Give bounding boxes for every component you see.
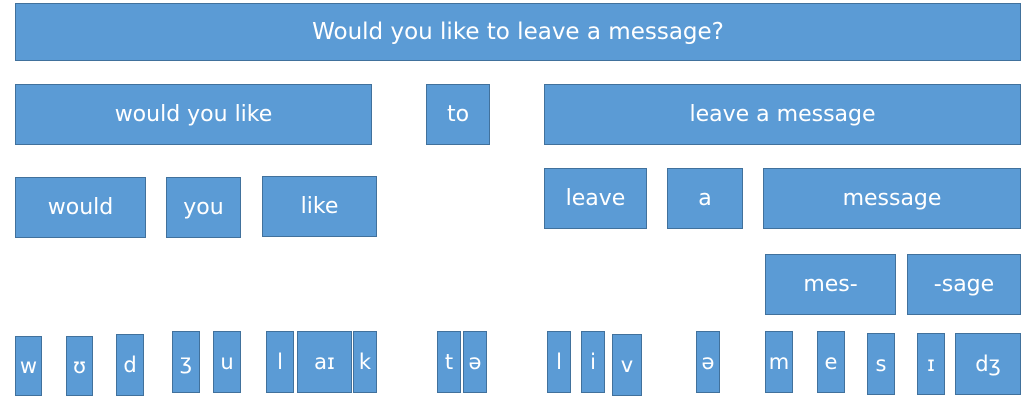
phoneme-box: l [547, 331, 571, 393]
syllable-box-mes: mes- [765, 254, 896, 315]
phoneme-box: aɪ [297, 331, 352, 393]
phoneme-label: i [590, 350, 596, 374]
word-label: you [183, 195, 224, 220]
sentence-label: Would you like to leave a message? [312, 19, 724, 45]
phoneme-label: ɪ [927, 352, 935, 376]
phoneme-box: e [817, 331, 845, 393]
phoneme-label: dʒ [975, 352, 1001, 376]
phoneme-box: ʊ [66, 336, 93, 396]
sentence-box: Would you like to leave a message? [15, 3, 1021, 61]
phoneme-box: w [15, 336, 42, 396]
phoneme-label: v [620, 353, 634, 377]
phoneme-label: ə [701, 350, 715, 374]
phoneme-box: u [213, 331, 241, 393]
phoneme-label: s [875, 352, 887, 376]
syllable-box-sage: -sage [907, 254, 1021, 315]
phoneme-box: dʒ [955, 333, 1021, 395]
word-box-leave: leave [544, 168, 647, 229]
phrase-box-to: to [426, 84, 490, 145]
word-box-a: a [667, 168, 743, 229]
phrase-label: to [446, 102, 470, 127]
word-box-like: like [262, 176, 377, 237]
phoneme-label: k [358, 350, 372, 374]
phoneme-label: aɪ [314, 350, 335, 374]
phoneme-label: w [19, 354, 38, 378]
word-label: would [47, 195, 114, 220]
phoneme-box: d [116, 334, 144, 396]
word-label: leave [565, 186, 626, 211]
word-label: like [300, 194, 339, 219]
phrase-label: leave a message [689, 102, 876, 127]
word-label: message [842, 186, 942, 211]
phoneme-box: ə [696, 331, 720, 393]
word-label: a [698, 186, 712, 211]
phoneme-box: m [765, 331, 793, 393]
syllable-label: mes- [803, 272, 858, 297]
phrase-box-leave-a-message: leave a message [544, 84, 1021, 145]
phoneme-box: ə [463, 331, 487, 393]
phoneme-label: ʊ [73, 354, 86, 378]
phoneme-box: ʒ [172, 331, 200, 393]
phoneme-label: e [824, 350, 838, 374]
phoneme-label: t [444, 350, 454, 374]
phrase-box-would-you-like: would you like [15, 84, 372, 145]
phoneme-label: l [556, 350, 562, 374]
word-box-would: would [15, 177, 146, 238]
phoneme-label: ʒ [179, 350, 193, 374]
phoneme-label: ə [468, 350, 482, 374]
phoneme-box: t [437, 331, 461, 393]
phoneme-label: m [768, 350, 790, 374]
phoneme-label: l [277, 350, 283, 374]
phoneme-box: ɪ [917, 333, 945, 395]
syllable-label: -sage [933, 272, 995, 297]
phoneme-box: i [581, 331, 605, 393]
word-box-message: message [763, 168, 1021, 229]
phoneme-label: d [123, 353, 137, 377]
phoneme-box: s [867, 333, 895, 395]
phoneme-box: k [353, 331, 377, 393]
phrase-label: would you like [114, 102, 273, 127]
phoneme-box: v [612, 334, 642, 396]
word-box-you: you [166, 177, 241, 238]
phoneme-label: u [220, 350, 234, 374]
phoneme-box: l [266, 331, 294, 393]
